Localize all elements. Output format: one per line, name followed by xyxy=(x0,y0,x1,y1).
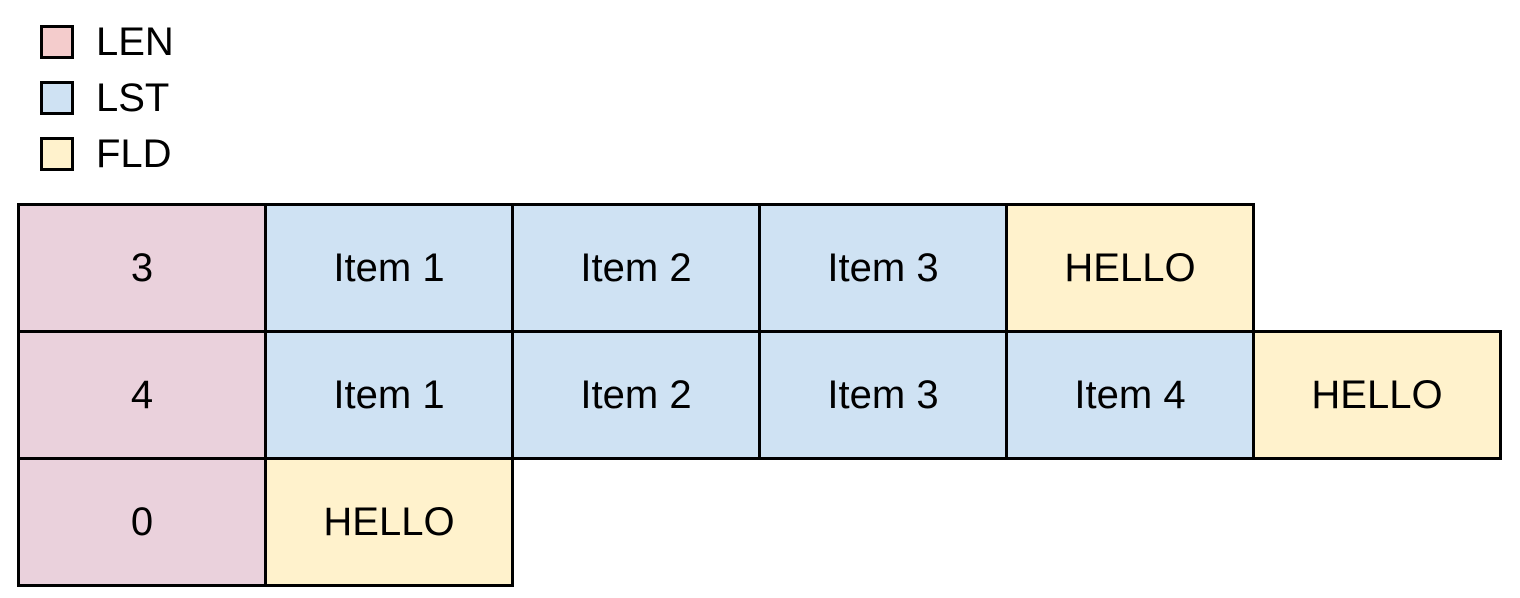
cell-lst: Item 1 xyxy=(264,203,514,333)
cell-lst: Item 1 xyxy=(264,330,514,460)
cell-fld: HELLO xyxy=(1005,203,1255,333)
legend-label: LST xyxy=(96,76,170,120)
cell-len: 4 xyxy=(17,330,267,460)
legend-item-lst: LST xyxy=(40,76,174,120)
legend: LEN LST FLD xyxy=(40,20,174,193)
cell-lst: Item 4 xyxy=(1005,330,1255,460)
cell-lst: Item 2 xyxy=(511,203,761,333)
cell-len: 3 xyxy=(17,203,267,333)
cell-lst: Item 3 xyxy=(758,330,1008,460)
cell-len: 0 xyxy=(17,457,267,587)
cell-lst: Item 3 xyxy=(758,203,1008,333)
cell-fld: HELLO xyxy=(1252,330,1502,460)
legend-swatch-len xyxy=(40,25,74,59)
cell-lst: Item 2 xyxy=(511,330,761,460)
legend-label: FLD xyxy=(96,132,172,176)
legend-item-len: LEN xyxy=(40,20,174,64)
legend-label: LEN xyxy=(96,20,174,64)
legend-swatch-lst xyxy=(40,81,74,115)
cell-fld: HELLO xyxy=(264,457,514,587)
legend-swatch-fld xyxy=(40,137,74,171)
legend-item-fld: FLD xyxy=(40,132,174,176)
